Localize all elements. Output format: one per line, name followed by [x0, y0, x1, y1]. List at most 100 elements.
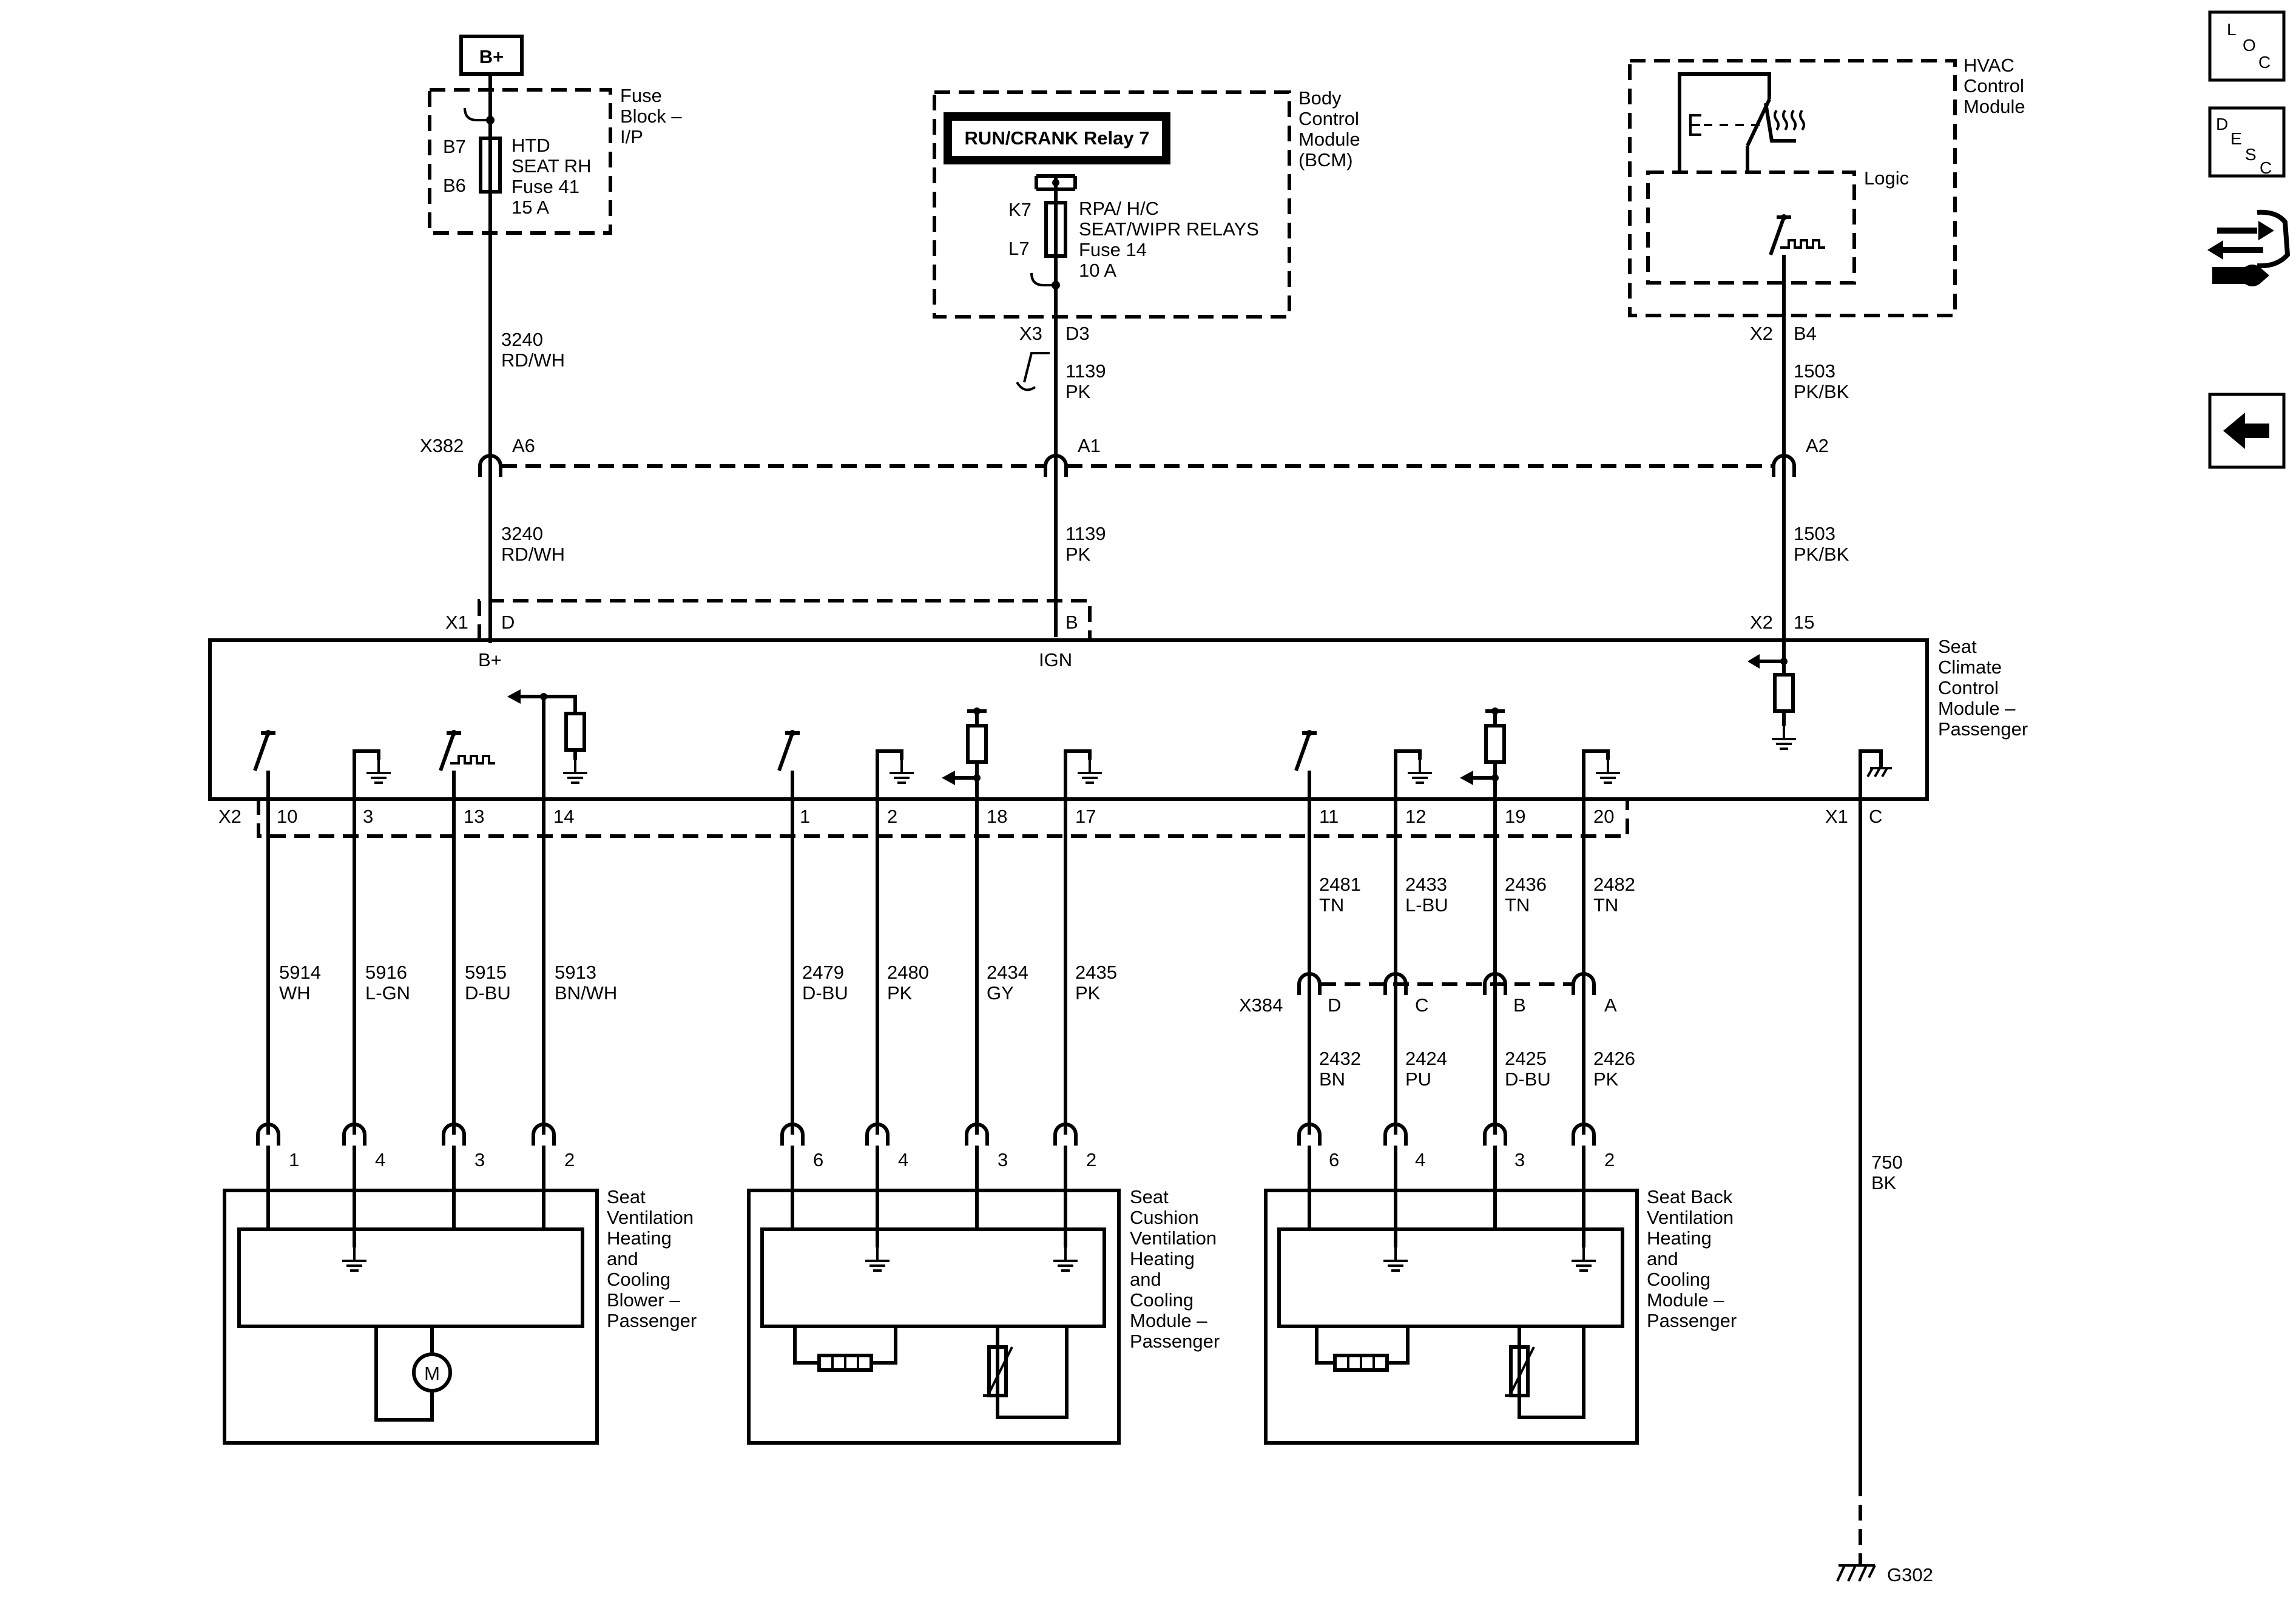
- sccm-pin: 1: [800, 806, 810, 827]
- sccm-pin-d: D: [501, 612, 515, 633]
- x382-pin: A6: [512, 435, 535, 456]
- connector-x384: X384 D C B A: [1239, 974, 1617, 1016]
- back-pin: 3: [1514, 1149, 1525, 1170]
- motor-icon: [412, 1352, 452, 1393]
- heater-element-icon: [1333, 1354, 1389, 1372]
- sccm-pin: 17: [1075, 806, 1096, 827]
- hvac-logic-label: Logic: [1864, 167, 1909, 189]
- bcm-outline: [933, 90, 1291, 319]
- sccm-pin: 11: [1319, 806, 1339, 827]
- sccm-pin-c: C: [1869, 806, 1882, 827]
- bcm-pin-k7: K7: [1008, 199, 1032, 220]
- x384-label: X384: [1239, 994, 1283, 1016]
- bcm-pin-d3: D3: [1065, 323, 1090, 344]
- cushion-pin: 4: [898, 1149, 908, 1170]
- sccm-pin: 13: [464, 806, 484, 827]
- back-pin: 6: [1329, 1149, 1339, 1170]
- sccm-bplus: B+: [478, 649, 502, 670]
- fuse-pin-b7: B7: [443, 136, 466, 157]
- svg-text:L: L: [2227, 20, 2237, 39]
- svg-text:E: E: [2230, 129, 2242, 148]
- sccm-ign: IGN: [1039, 649, 1072, 670]
- fuse-block-title: Fuse Block – I/P: [620, 85, 687, 147]
- ground-label: G302: [1887, 1564, 1933, 1585]
- sccm-pin: 14: [553, 806, 574, 827]
- hvac-title: HVAC Control Module: [1963, 55, 2030, 117]
- bcm-conn-x3: X3: [1019, 323, 1042, 344]
- sccm-x2: X2: [218, 806, 241, 827]
- cushion-title: Seat Cushion Ventilation Heating and Coo…: [1130, 1186, 1222, 1352]
- seat-back-module: 6 4 3 2 Seat Back Ventilation Heating: [1264, 1146, 1739, 1445]
- desc-button[interactable]: D E S C: [2208, 106, 2286, 178]
- loc-button[interactable]: L O C: [2208, 10, 2286, 82]
- svg-text:O: O: [2243, 36, 2256, 55]
- blower-pin: 3: [474, 1149, 485, 1170]
- connector-x382: X382 A6 A1 A2: [420, 435, 1829, 477]
- sccm-outline: [208, 638, 1929, 801]
- fuse-41-label: HTD SEAT RH Fuse 41 15 A: [512, 135, 596, 218]
- blower-pin: 4: [375, 1149, 385, 1170]
- back-pin: 4: [1415, 1149, 1425, 1170]
- heater-element-icon: [817, 1354, 873, 1372]
- connector-tool-icon[interactable]: [2207, 209, 2291, 286]
- heated-seat-icon: [1764, 103, 1805, 143]
- seat-cushion-module: 6 4 3 2 Seat Cushion Ventilation: [747, 1146, 1222, 1445]
- hvac-control-module: HVAC Control Module Logic X2 B4: [1628, 55, 2030, 661]
- x382-label: X382: [420, 435, 464, 456]
- hvac-outline: [1628, 59, 1957, 317]
- sccm-pin: 10: [277, 806, 297, 827]
- back-arrow-icon: [2223, 413, 2269, 449]
- blower-pin: 1: [289, 1149, 299, 1170]
- sccm-pin-15: 15: [1794, 612, 1814, 633]
- ground-wire-label: 750 BK: [1871, 1152, 1908, 1193]
- svg-text:C: C: [2260, 158, 2272, 177]
- sccm-x1: X1: [445, 612, 468, 633]
- run-crank-relay: [944, 112, 1170, 164]
- sccm-pin: 20: [1593, 806, 1614, 827]
- ground-g302: 750 BK G302: [1836, 1152, 1933, 1585]
- back-button[interactable]: [2208, 393, 2286, 469]
- cushion-pin: 3: [998, 1149, 1008, 1170]
- fuse-pin-b6: B6: [443, 175, 466, 196]
- thermistor-icon: [1505, 1345, 1535, 1397]
- fuse-block: B+ Fuse Block – I/P B7 B6 HTD SEAT RH Fu…: [428, 35, 687, 643]
- motor-label: M: [424, 1363, 440, 1384]
- seat-climate-control-module: X1 D B X2 15 B+ IGN Seat Climate Control…: [208, 599, 2028, 838]
- hvac-logic-outline: [1646, 170, 1856, 285]
- fuse-41: [479, 137, 502, 194]
- back-title: Seat Back Ventilation Heating and Coolin…: [1647, 1186, 1739, 1331]
- bcm-pin-l7: L7: [1008, 238, 1029, 259]
- bplus-label: B+: [479, 46, 504, 67]
- blower-pin: 2: [564, 1149, 575, 1170]
- sccm-pin: 12: [1405, 806, 1426, 827]
- x384-pin: D: [1328, 994, 1341, 1016]
- x384-pin: B: [1513, 994, 1526, 1016]
- sccm-title: Seat Climate Control Module – Passenger: [1938, 636, 2028, 740]
- x384-pin: C: [1415, 994, 1428, 1016]
- cushion-pin: 2: [1086, 1149, 1096, 1170]
- cushion-pin: 6: [813, 1149, 823, 1170]
- thermistor-icon: [983, 1345, 1013, 1397]
